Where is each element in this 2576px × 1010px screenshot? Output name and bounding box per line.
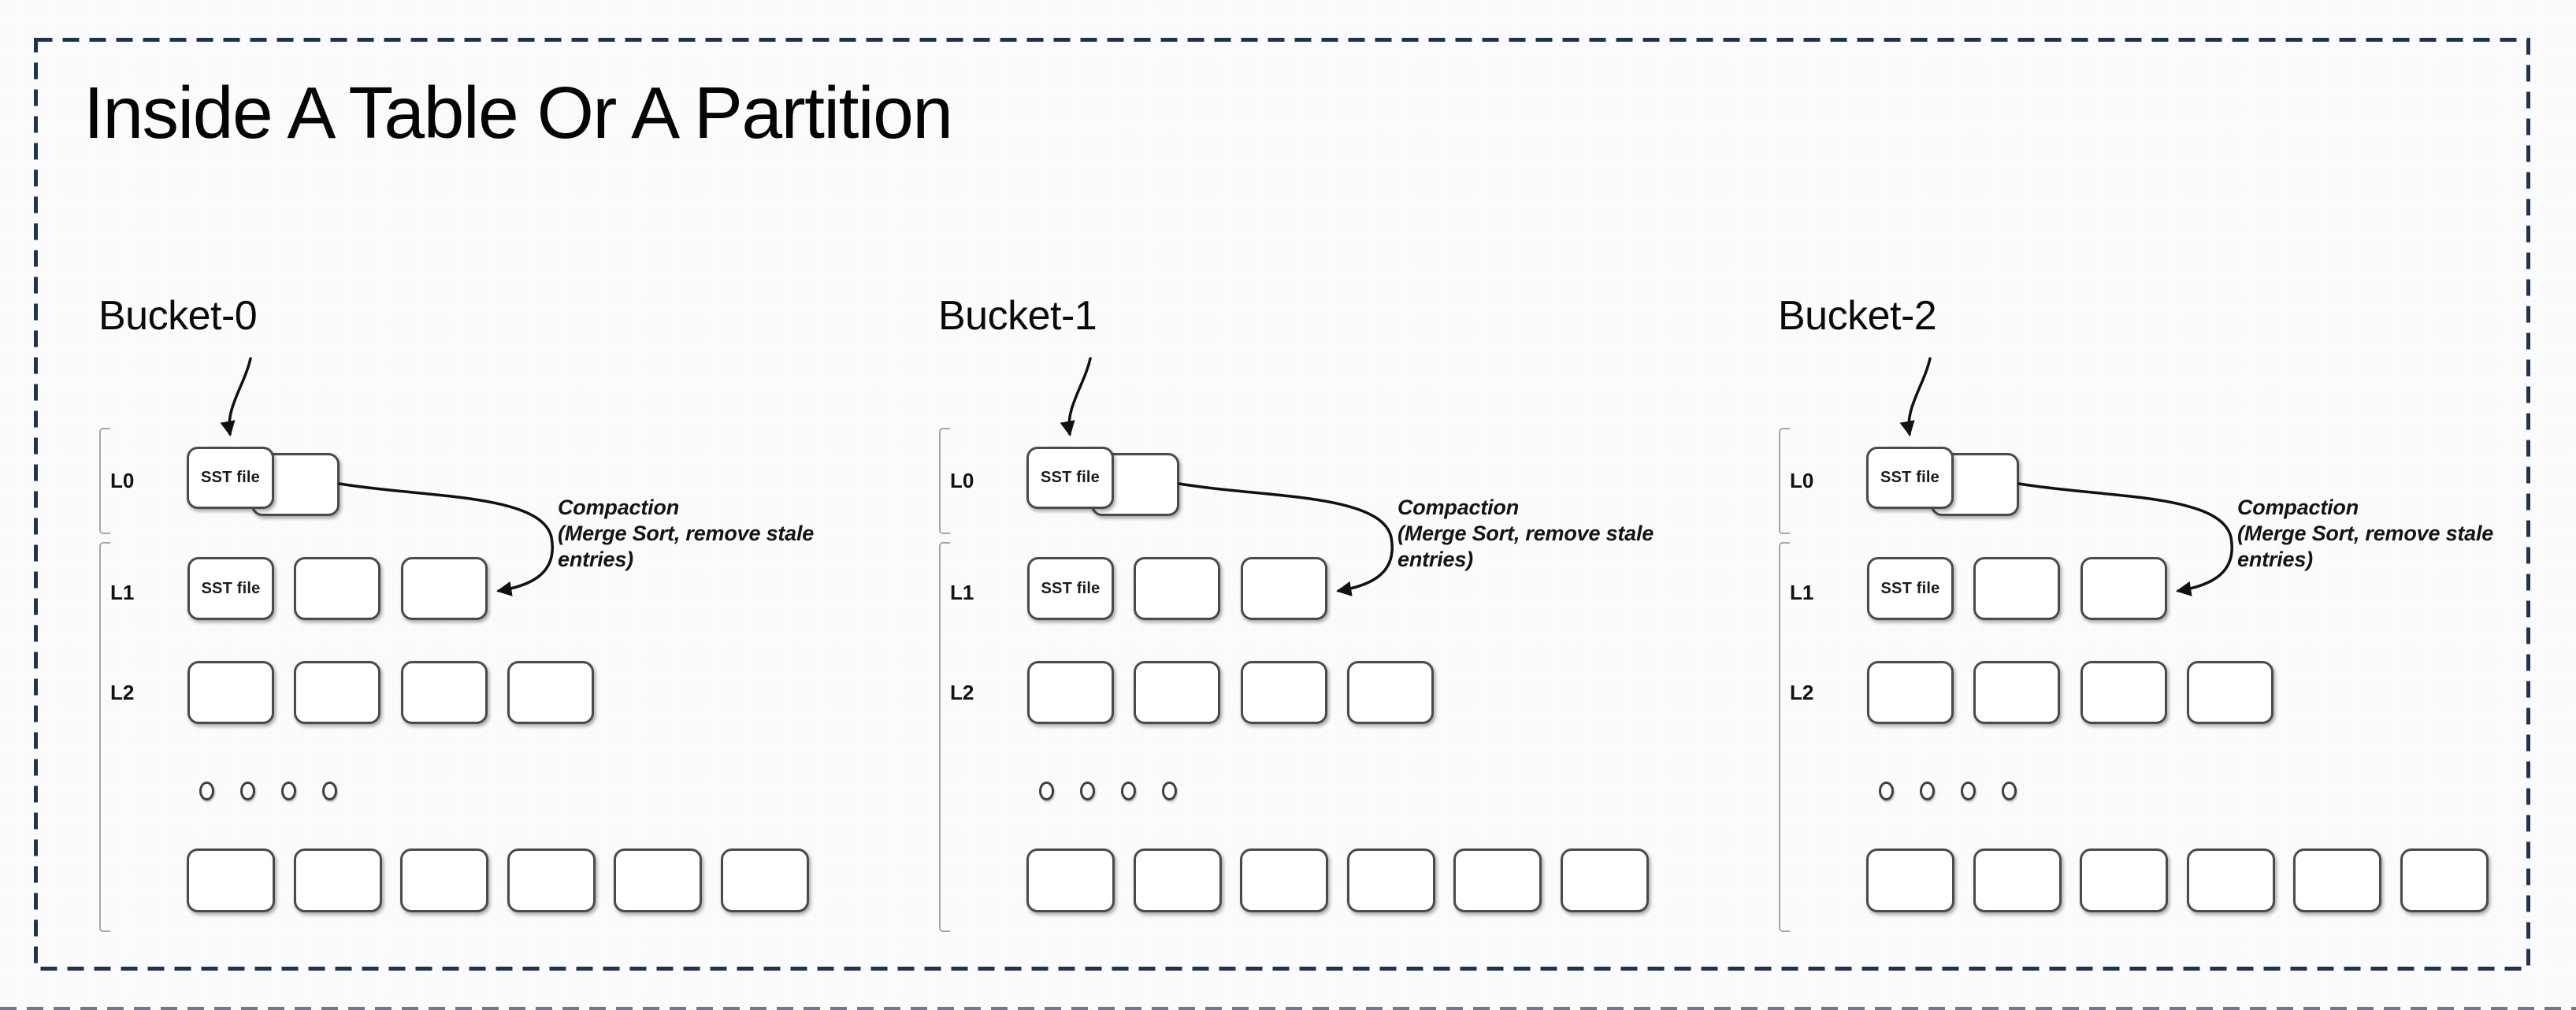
level-label-l2: L2 xyxy=(110,681,135,704)
level-label-l0: L0 xyxy=(950,469,974,492)
level0-bracket xyxy=(99,428,110,534)
bottom-level-sst-box xyxy=(1973,848,2062,912)
l1-sst-box-empty xyxy=(1134,557,1220,620)
l1-sst-box-empty xyxy=(294,557,380,620)
bottom-level-sst-box xyxy=(2187,848,2275,912)
l0-sst-box: SST file xyxy=(1026,447,1114,509)
bottom-level-sst-box xyxy=(1561,848,1649,912)
more-levels-dot xyxy=(1080,782,1095,800)
level-label-l2: L2 xyxy=(1790,681,1814,704)
sst-file-label: SST file xyxy=(1880,469,1939,486)
bottom-level-sst-box xyxy=(2080,848,2168,912)
bottom-level-sst-box xyxy=(1453,848,1542,912)
bucket-title: Bucket-0 xyxy=(98,293,258,339)
bucket-group: Bucket-2 L0 L1 L2 SST file SST file xyxy=(1746,0,2576,1010)
sst-file-label: SST file xyxy=(201,469,260,486)
bucket-title: Bucket-1 xyxy=(938,293,1097,339)
compaction-annotation-line: Compaction xyxy=(1397,496,1520,519)
bottom-level-sst-box xyxy=(294,848,382,912)
compaction-annotation-line: Compaction xyxy=(558,496,680,519)
l0-sst-box: SST file xyxy=(1866,447,1954,509)
lower-levels-bracket xyxy=(99,542,110,932)
compaction-annotation: Compaction (Merge Sort, remove stale ent… xyxy=(558,495,826,573)
compaction-annotation-line: entries) xyxy=(2237,548,2313,571)
l2-sst-box-empty xyxy=(1241,661,1327,724)
more-levels-dot xyxy=(1879,782,1894,800)
l2-sst-box-empty xyxy=(2080,661,2167,724)
bottom-level-sst-box xyxy=(400,848,488,912)
l0-sst-box: SST file xyxy=(187,447,274,509)
bottom-level-sst-box xyxy=(1026,848,1115,912)
bottom-level-sst-box xyxy=(2293,848,2381,912)
bottom-level-sst-box xyxy=(1240,848,1328,912)
more-levels-dot xyxy=(240,782,255,800)
more-levels-dot xyxy=(322,782,337,800)
more-levels-dot xyxy=(1121,782,1136,800)
level-label-l0: L0 xyxy=(1790,469,1814,492)
bottom-level-sst-box xyxy=(1134,848,1222,912)
compaction-annotation-line: (Merge Sort, remove stale xyxy=(558,522,815,545)
l2-sst-box-empty xyxy=(1134,661,1220,724)
level-label-l1: L1 xyxy=(950,581,974,604)
l2-sst-box-empty xyxy=(2187,661,2273,724)
sst-file-label: SST file xyxy=(1041,469,1100,486)
l2-sst-box-empty xyxy=(1027,661,1114,724)
incoming-write-arrow xyxy=(220,357,252,436)
l1-sst-box-empty xyxy=(2080,557,2167,620)
l1-sst-box-empty xyxy=(1973,557,2060,620)
lower-levels-bracket xyxy=(1779,542,1790,932)
sst-file-label: SST file xyxy=(1880,579,1940,597)
l1-sst-box: SST file xyxy=(187,557,274,620)
bucket-group: Bucket-0 L0 L1 L2 SST file SST file xyxy=(67,0,898,1010)
bottom-level-sst-box xyxy=(1866,848,1954,912)
compaction-annotation-line: Compaction xyxy=(2237,496,2359,519)
sst-file-label: SST file xyxy=(1041,579,1101,597)
bucket-group: Bucket-1 L0 L1 L2 SST file SST file xyxy=(907,0,1738,1010)
more-levels-dot xyxy=(1039,782,1054,800)
compaction-annotation-line: entries) xyxy=(558,548,633,571)
bottom-level-sst-box xyxy=(507,848,596,912)
l2-sst-box-empty xyxy=(1347,661,1434,724)
compaction-annotation: Compaction (Merge Sort, remove stale ent… xyxy=(2237,495,2505,573)
l1-sst-box: SST file xyxy=(1867,557,1954,620)
level-label-l1: L1 xyxy=(110,581,135,604)
level0-bracket xyxy=(1779,428,1790,534)
lower-levels-bracket xyxy=(939,542,950,932)
bottom-level-sst-box xyxy=(721,848,809,912)
compaction-annotation-line: (Merge Sort, remove stale xyxy=(2237,522,2494,545)
bottom-level-sst-box xyxy=(614,848,702,912)
l1-sst-box-empty xyxy=(1241,557,1327,620)
l2-sst-box-empty xyxy=(1867,661,1954,724)
more-levels-dot xyxy=(281,782,296,800)
more-levels-dot xyxy=(199,782,214,800)
incoming-write-arrow xyxy=(1899,357,1932,436)
more-levels-dot xyxy=(2002,782,2017,800)
l2-sst-box-empty xyxy=(1973,661,2060,724)
level-label-l0: L0 xyxy=(110,469,135,492)
level-label-l2: L2 xyxy=(950,681,974,704)
bucket-title: Bucket-2 xyxy=(1778,293,1937,339)
bottom-level-sst-box xyxy=(187,848,275,912)
more-levels-dot xyxy=(1961,782,1976,800)
l2-sst-box-empty xyxy=(507,661,594,724)
l1-sst-box-empty xyxy=(401,557,488,620)
sst-file-label: SST file xyxy=(201,579,261,597)
page-title: Inside A Table Or A Partition xyxy=(84,72,953,154)
l2-sst-box-empty xyxy=(187,661,274,724)
compaction-annotation: Compaction (Merge Sort, remove stale ent… xyxy=(1397,495,1665,573)
l2-sst-box-empty xyxy=(294,661,380,724)
more-levels-dot xyxy=(1920,782,1935,800)
bottom-level-sst-box xyxy=(2400,848,2489,912)
compaction-annotation-line: entries) xyxy=(1397,548,1473,571)
l2-sst-box-empty xyxy=(401,661,488,724)
level-label-l1: L1 xyxy=(1790,581,1814,604)
bottom-level-sst-box xyxy=(1347,848,1435,912)
level0-bracket xyxy=(939,428,950,534)
l1-sst-box: SST file xyxy=(1027,557,1114,620)
compaction-annotation-line: (Merge Sort, remove stale xyxy=(1397,522,1654,545)
incoming-write-arrow xyxy=(1060,357,1092,436)
more-levels-dot xyxy=(1162,782,1177,800)
